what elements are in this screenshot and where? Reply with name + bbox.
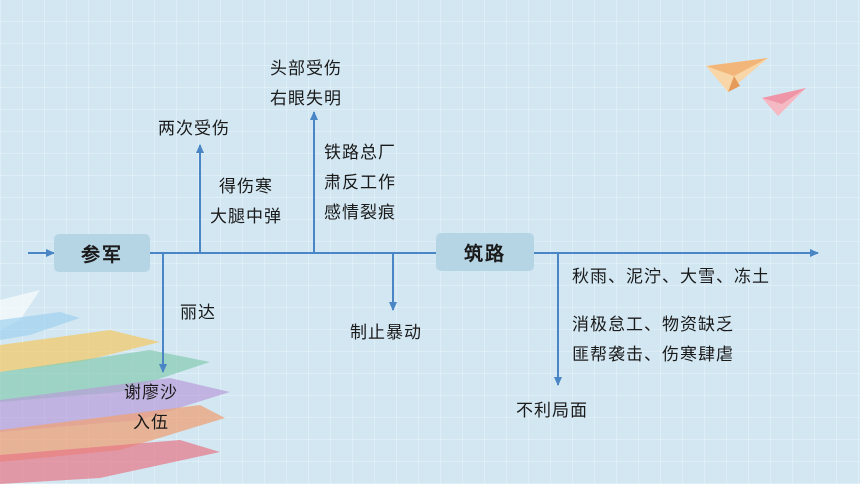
label-weather: 秋雨、泥泞、大雪、冻土 bbox=[572, 267, 770, 287]
label-lida: 丽达 bbox=[180, 303, 216, 323]
label-two-injuries: 两次受伤 bbox=[158, 119, 230, 139]
label-line: 肃反工作 bbox=[324, 173, 396, 193]
label-typhoid-wound: 得伤寒 大腿中弹 bbox=[210, 172, 282, 232]
label-bad-situation: 不利局面 bbox=[516, 401, 588, 421]
label-line: 得伤寒 bbox=[219, 177, 273, 197]
label-line: 感情裂痕 bbox=[324, 203, 396, 223]
label-line: 大腿中弹 bbox=[210, 207, 282, 227]
label-line: 头部受伤 bbox=[270, 59, 342, 79]
label-line: 铁路总厂 bbox=[324, 143, 396, 163]
label-line: 消极怠工、物资缺乏 bbox=[572, 315, 734, 335]
label-joins-troop: 谢廖沙 入伍 bbox=[124, 378, 178, 438]
label-line: 谢廖沙 bbox=[124, 383, 178, 403]
label-line: 右眼失明 bbox=[270, 89, 342, 109]
mid-box: 筑路 bbox=[436, 233, 534, 271]
start-box: 参军 bbox=[54, 234, 150, 272]
label-railway-work: 铁路总厂 肃反工作 感情裂痕 bbox=[324, 138, 396, 228]
label-head-injury: 头部受伤 右眼失明 bbox=[270, 54, 342, 114]
label-difficulties: 消极怠工、物资缺乏 匪帮袭击、伤寒肆虐 bbox=[572, 310, 734, 370]
label-stop-riot: 制止暴动 bbox=[350, 323, 422, 343]
label-line: 匪帮袭击、伤寒肆虐 bbox=[572, 345, 734, 365]
label-line: 入伍 bbox=[133, 413, 169, 433]
